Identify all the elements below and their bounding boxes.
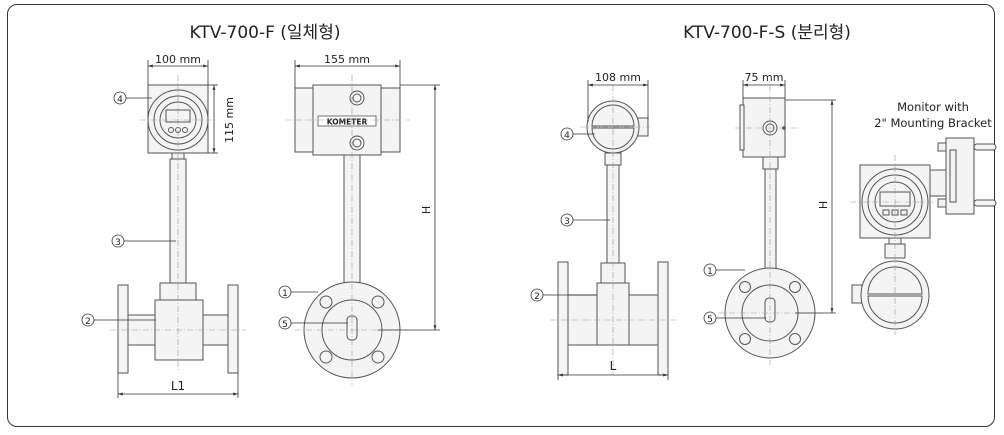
dimension-100mm: 100 mm [147,53,209,85]
svg-text:108 mm: 108 mm [595,71,641,84]
monitor-label-line1: Monitor with [897,100,969,114]
monitor-with-bracket [850,137,997,335]
callout-1-separated: 1 [703,263,745,277]
svg-text:H: H [420,206,433,214]
title-integrated: KTV-700-F (일체형) [190,23,341,43]
svg-text:2: 2 [85,317,91,327]
diagram-frame [7,4,995,427]
dimension-h-separated: H [785,99,836,314]
svg-text:L: L [610,359,617,373]
svg-text:1: 1 [282,289,288,299]
dimension-l1: L1 [117,373,239,398]
dimension-115mm: 115 mm [208,84,236,154]
svg-text:2: 2 [534,292,540,302]
dimension-155mm: 155 mm [294,53,401,88]
svg-text:5: 5 [707,315,713,325]
svg-text:H: H [817,201,830,209]
svg-text:100 mm: 100 mm [155,53,201,66]
callout-4-separated: 4 [560,127,595,141]
title-separated: KTV-700-F-S (분리형) [683,23,851,43]
svg-text:3: 3 [115,238,121,248]
dimension-h-integrated: H [378,84,440,331]
separated-side-view [718,85,822,365]
callout-1-integrated: 1 [278,285,318,299]
dimension-75mm: 75 mm [742,71,786,98]
callout-5-separated: 5 [703,311,766,325]
integrated-side-view: KOMETER [285,75,410,385]
svg-text:4: 4 [564,131,570,141]
svg-text:5: 5 [282,320,288,330]
svg-text:4: 4 [117,95,123,105]
svg-text:3: 3 [564,217,570,227]
svg-text:1: 1 [707,267,713,277]
callout-2-integrated: 2 [81,313,156,327]
integrated-front-view [110,75,246,374]
svg-text:115 mm: 115 mm [223,97,236,143]
callout-3-separated: 3 [560,213,610,227]
callout-2-separated: 2 [530,288,597,302]
kometer-logo: KOMETER [327,118,368,127]
svg-text:75 mm: 75 mm [745,71,784,84]
svg-text:155 mm: 155 mm [324,53,370,66]
callout-3-integrated: 3 [111,234,176,248]
callout-5-integrated: 5 [278,316,348,330]
callout-4-integrated: 4 [113,91,152,105]
dimension-108mm: 108 mm [587,71,649,122]
dimension-l: L [557,359,669,380]
svg-text:L1: L1 [171,379,185,393]
monitor-label-line2: 2" Mounting Bracket [874,116,992,130]
